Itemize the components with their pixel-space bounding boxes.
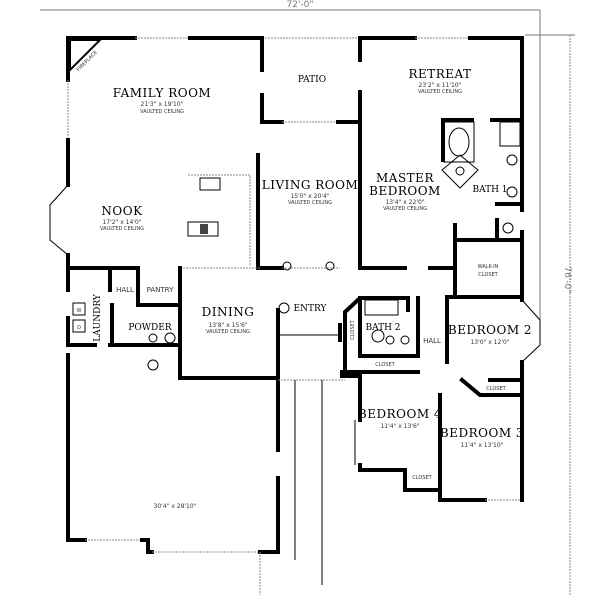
room-bedroom-4: BEDROOM 4 11'4" x 13'6" [358, 407, 442, 430]
dryer [72, 319, 86, 333]
sink [385, 335, 395, 345]
closet-bedroom-4: CLOSET [412, 475, 432, 481]
sink [506, 154, 518, 166]
svg-text:LIVING ROOM: LIVING ROOM [262, 178, 359, 192]
room-walk-in-closet: WALK-IN CLOSET [478, 264, 499, 278]
svg-text:BEDROOM 4: BEDROOM 4 [358, 407, 442, 421]
fireplace: FIREPLACE [69, 39, 103, 73]
room-hall: HALL [116, 286, 134, 294]
room-bath-1: BATH 1 [472, 185, 507, 195]
svg-text:VAULTED CEILING: VAULTED CEILING [418, 89, 462, 95]
svg-text:VAULTED CEILING: VAULTED CEILING [383, 206, 427, 212]
washer-label: W [77, 308, 82, 314]
sink [400, 335, 410, 345]
svg-text:VAULTED CEILING: VAULTED CEILING [206, 329, 250, 335]
room-bedroom-3: BEDROOM 3 11'4" x 13'10" [440, 426, 524, 449]
room-family-room: FAMILY ROOM 21'3" x 19'10" VAULTED CEILI… [113, 86, 211, 115]
svg-text:13'0" x 12'0": 13'0" x 12'0" [470, 339, 509, 346]
svg-text:VAULTED CEILING: VAULTED CEILING [140, 109, 184, 115]
closet-entry: CLOSET [350, 319, 356, 339]
svg-text:WALK-IN: WALK-IN [478, 264, 499, 270]
svg-text:VAULTED CEILING: VAULTED CEILING [100, 226, 144, 232]
sink [506, 186, 518, 198]
toilet [164, 332, 176, 344]
svg-text:BEDROOM 3: BEDROOM 3 [440, 426, 524, 440]
room-pantry: PANTRY [147, 286, 174, 294]
room-garage-size: 30'4" x 28'10" [154, 503, 197, 510]
closet-bedroom-2: CLOSET [486, 386, 506, 392]
svg-text:BEDROOM: BEDROOM [369, 184, 441, 198]
shower [499, 121, 521, 147]
room-nook: NOOK 17'2" x 14'0" VAULTED CEILING [100, 204, 144, 232]
svg-text:VAULTED CEILING: VAULTED CEILING [288, 200, 332, 206]
room-label: FAMILY ROOM [113, 86, 211, 100]
room-retreat: RETREAT 23'2" x 11'10" VAULTED CEILING [408, 67, 471, 95]
bathtub-2 [364, 299, 399, 316]
svg-text:17'2" x 14'0": 17'2" x 14'0" [102, 219, 141, 226]
svg-text:23'2" x 11'10": 23'2" x 11'10" [419, 82, 462, 89]
svg-text:MASTER: MASTER [376, 171, 434, 185]
toilet [371, 329, 385, 343]
room-bath-2: BATH 2 [365, 323, 400, 333]
room-master-bedroom: MASTER BEDROOM 13'4" x 22'0" VAULTED CEI… [369, 171, 441, 212]
column [325, 261, 335, 271]
walls [49, 36, 541, 595]
room-entry: ENTRY [294, 304, 328, 314]
column [278, 302, 290, 314]
water-heater [147, 359, 159, 371]
room-laundry: LAUNDRY [93, 293, 103, 342]
bathtub [441, 121, 479, 189]
svg-text:13'8" x 15'6": 13'8" x 15'6" [208, 322, 247, 329]
svg-text:NOOK: NOOK [101, 204, 143, 218]
sink [148, 333, 158, 343]
svg-text:RETREAT: RETREAT [408, 67, 471, 81]
room-bedroom-2: BEDROOM 2 13'0" x 12'0" [448, 323, 532, 346]
room-patio: PATIO [298, 75, 326, 85]
dimension-lines [40, 9, 575, 595]
washer [72, 302, 86, 316]
svg-text:DINING: DINING [202, 305, 255, 319]
overall-width: 72'-0" [286, 0, 313, 10]
column [282, 261, 292, 271]
svg-text:CLOSET: CLOSET [478, 272, 498, 278]
svg-text:11'4" x 13'6": 11'4" x 13'6" [380, 423, 419, 430]
svg-text:BEDROOM 2: BEDROOM 2 [448, 323, 532, 337]
svg-text:11'4" x 13'10": 11'4" x 13'10" [461, 442, 504, 449]
room-dining: DINING 13'8" x 15'6" VAULTED CEILING [202, 305, 255, 335]
svg-text:15'0" x 20'4": 15'0" x 20'4" [290, 193, 329, 200]
overall-depth: 76'-0" [562, 266, 572, 293]
svg-text:21'3" x 19'10": 21'3" x 19'10" [141, 101, 184, 108]
dryer-label: D [77, 325, 81, 331]
kitchen-counter [187, 174, 251, 265]
room-powder: POWDER [128, 323, 171, 333]
closet-hall: CLOSET [375, 362, 395, 368]
room-hall-right: HALL [423, 337, 441, 345]
toilet [502, 222, 514, 234]
room-living-room: LIVING ROOM 15'0" x 20'4" VAULTED CEILIN… [262, 178, 359, 206]
svg-text:13'4" x 22'0": 13'4" x 22'0" [385, 199, 424, 206]
